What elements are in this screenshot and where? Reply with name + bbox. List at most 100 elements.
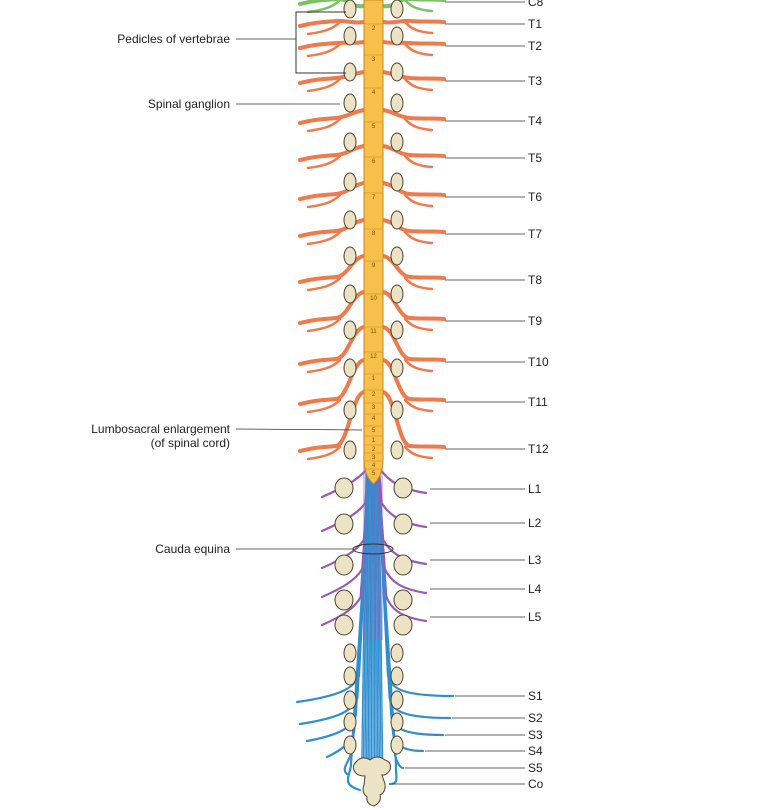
nerve-label-c8: C8 <box>528 0 544 9</box>
pedicles-bracket <box>295 11 346 74</box>
cord-segment-label: 11 <box>370 329 377 335</box>
label-ganglion: Spinal ganglion <box>148 97 230 111</box>
cord-segment-label: 8 <box>372 231 376 237</box>
pedicle-right-t5 <box>390 172 404 192</box>
pedicle-left-t2 <box>343 62 357 82</box>
nerve-branch-right-t5 <box>403 154 434 169</box>
pedicle-right-t9 <box>390 320 404 340</box>
pedicle-right-t8 <box>390 284 404 304</box>
nerve-root-left-t12 <box>298 390 366 453</box>
nerve-root-left-t5 <box>298 144 366 162</box>
nerve-branch-left-c8 <box>306 0 342 14</box>
nerve-branch-left-t9 <box>306 317 342 333</box>
coccyx <box>352 756 391 807</box>
cord-segment-lines <box>364 23 383 470</box>
cord-segment-label: 4 <box>372 90 376 96</box>
nerve-branch-right-t12 <box>403 445 434 460</box>
label-lumbosacral-line1: Lumbosacral enlargement <box>91 422 230 436</box>
pedicle-right-s3 <box>390 690 404 710</box>
pedicle-left-t4 <box>343 132 357 152</box>
pedicle-right-t11 <box>390 400 404 420</box>
nerve-branch-left-t12 <box>306 445 342 461</box>
nerve-label-s1: S1 <box>528 689 543 703</box>
nerve-branch-right-c8 <box>403 0 434 13</box>
nerve-label-t10: T10 <box>528 355 549 369</box>
pedicle-right-l4 <box>393 589 413 611</box>
vertebral-pedicles <box>334 0 413 755</box>
label-pedicles: Pedicles of vertebrae <box>117 32 230 46</box>
nerve-label-l4: L4 <box>528 582 542 596</box>
pedicle-right-t3 <box>390 93 404 113</box>
cord-segment-label: 12 <box>370 354 377 360</box>
nerve-branch-right-t6 <box>403 193 434 208</box>
nerve-roots <box>298 0 446 461</box>
pedicle-left-t11 <box>343 400 357 420</box>
nerve-label-t6: T6 <box>528 190 542 204</box>
nerve-branch-right-t9 <box>403 317 434 332</box>
nerve-branch-left-t6 <box>306 193 342 209</box>
nerve-root-right-t2 <box>381 40 446 46</box>
label-lumbosacral-line2: (of spinal cord) <box>151 436 230 450</box>
nerve-root-right-t12 <box>381 390 446 449</box>
cauda-strand <box>362 469 368 761</box>
pedicle-left-t12 <box>343 440 357 460</box>
nerve-root-left-t2 <box>298 40 366 50</box>
pedicle-right-l5 <box>393 614 413 636</box>
pedicle-left-t8 <box>343 284 357 304</box>
pedicle-left-s5 <box>343 735 357 755</box>
cord-segment-label: 1 <box>372 438 376 444</box>
nerve-branch-left-t7 <box>306 230 342 246</box>
cauda-strand <box>375 469 379 761</box>
pedicle-right-l2 <box>393 513 413 535</box>
nerve-label-t5: T5 <box>528 151 542 165</box>
pedicle-left-l3 <box>334 554 354 576</box>
nerve-root-left-t1 <box>298 18 366 28</box>
pedicle-left-l2 <box>334 513 354 535</box>
cord-segment-label: 4 <box>372 463 376 469</box>
nerve-branch-right-t2 <box>403 42 434 57</box>
cauda-fiber-left-co <box>346 538 367 792</box>
nerve-label-t3: T3 <box>528 74 542 88</box>
cord-segment-label: 4 <box>372 416 376 422</box>
nerve-root-right-t4 <box>381 108 446 121</box>
nerve-root-right-t1 <box>381 18 446 25</box>
pedicle-right-t2 <box>390 62 404 82</box>
pedicle-left-l4 <box>334 589 354 611</box>
nerve-branch-right-t11 <box>403 398 434 413</box>
nerve-branch-left-t2 <box>306 42 342 58</box>
nerve-branch-right-t10 <box>403 358 434 373</box>
nerve-branch-right-t1 <box>403 20 434 35</box>
nerve-label-t4: T4 <box>528 114 542 128</box>
nerve-label-l1: L1 <box>528 482 542 496</box>
pedicle-right-t6 <box>390 210 404 230</box>
cord-segment-label: 2 <box>372 447 376 453</box>
cord-segment-label: 6 <box>372 159 376 165</box>
pedicle-right-s5 <box>390 735 404 755</box>
pedicle-left-s1 <box>343 643 357 663</box>
pedicle-left-s2 <box>343 666 357 686</box>
nerve-label-t2: T2 <box>528 39 542 53</box>
spinal-cord-body <box>363 0 384 485</box>
nerve-label-t1: T1 <box>528 17 542 31</box>
nerve-branch-left-t1 <box>306 20 342 36</box>
coccyx-bone <box>352 756 391 807</box>
cauda-strand <box>367 469 371 761</box>
label-cauda: Cauda equina <box>155 542 230 556</box>
nerve-label-s3: S3 <box>528 728 543 742</box>
nerve-branch-left-t5 <box>306 154 342 170</box>
pedicle-right-s4 <box>390 712 404 732</box>
pedicle-right-t4 <box>390 132 404 152</box>
pedicle-right-l3 <box>393 554 413 576</box>
nerve-label-t7: T7 <box>528 227 542 241</box>
cord-segment-label: 5 <box>372 428 376 434</box>
nerve-label-t8: T8 <box>528 273 542 287</box>
cord-segment-label: 2 <box>372 392 376 398</box>
nerve-label-s4: S4 <box>528 744 543 758</box>
spinal-cord <box>363 0 384 485</box>
nerve-branch-right-t8 <box>403 276 434 291</box>
cauda-fiber-left-l5 <box>320 488 370 627</box>
pedicle-right-c8 <box>390 0 404 19</box>
